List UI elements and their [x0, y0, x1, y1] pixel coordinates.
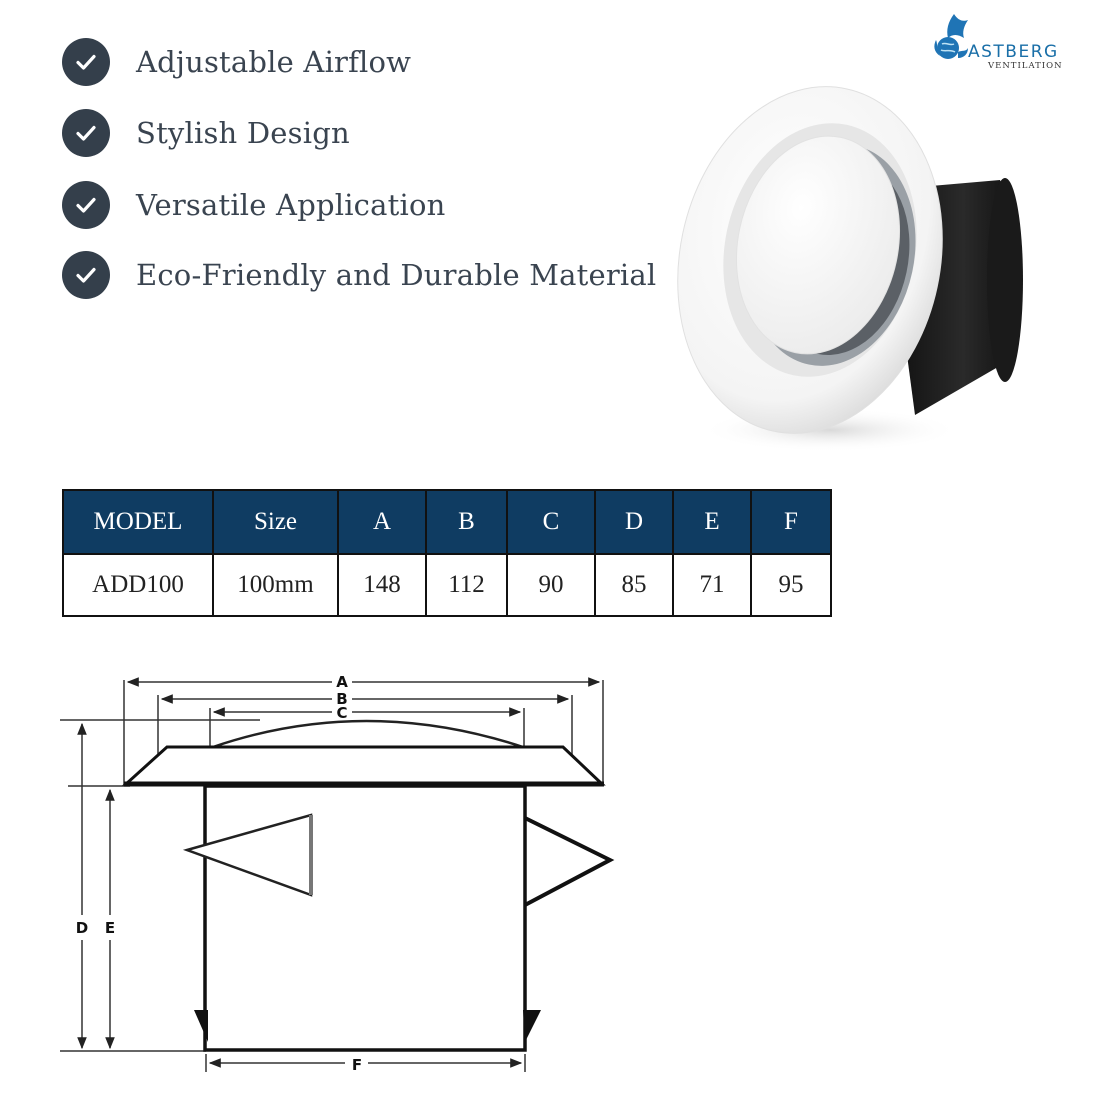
brand-logo: ASTBERG VENTILATION	[932, 12, 1097, 72]
feature-label: Adjustable Airflow	[136, 45, 412, 79]
brand-subtitle: VENTILATION	[988, 61, 1063, 71]
feature-item-stylish-design: Stylish Design	[62, 109, 350, 157]
column-header-a: A	[337, 489, 427, 555]
cell-size: 100mm	[212, 553, 339, 617]
feature-label: Stylish Design	[136, 116, 350, 150]
feature-item-adjustable-airflow: Adjustable Airflow	[62, 38, 411, 86]
dim-label-c: C	[336, 704, 347, 722]
cell-d: 85	[594, 553, 674, 617]
cell-a: 148	[337, 553, 427, 617]
feature-label: Eco-Friendly and Durable Material	[136, 258, 657, 292]
check-circle-icon	[62, 251, 110, 299]
table-row: ADD100 100mm 148 112 90 85 71 95	[62, 553, 832, 617]
feature-item-eco-friendly: Eco-Friendly and Durable Material	[62, 251, 656, 299]
check-circle-icon	[62, 38, 110, 86]
dim-label-b: B	[336, 690, 347, 708]
dim-label-a: A	[336, 673, 348, 691]
feature-label: Versatile Application	[136, 188, 446, 222]
column-header-e: E	[672, 489, 752, 555]
bird-globe-icon	[934, 14, 968, 59]
cell-c: 90	[506, 553, 596, 617]
dim-label-d: D	[76, 919, 88, 937]
dim-label-e: E	[105, 919, 115, 937]
brand-name: ASTBERG	[968, 42, 1059, 62]
cell-f: 95	[750, 553, 832, 617]
column-header-b: B	[425, 489, 508, 555]
spec-table: MODEL Size A B C D E F ADD100 100mm 148 …	[62, 489, 832, 617]
column-header-c: C	[506, 489, 596, 555]
column-header-model: MODEL	[62, 489, 214, 555]
check-circle-icon	[62, 181, 110, 229]
check-circle-icon	[62, 109, 110, 157]
column-header-d: D	[594, 489, 674, 555]
cell-model: ADD100	[62, 553, 214, 617]
dimension-diagram: A B C D E F	[40, 650, 640, 1090]
table-header-row: MODEL Size A B C D E F	[62, 489, 832, 555]
product-image	[670, 60, 1090, 480]
column-header-size: Size	[212, 489, 339, 555]
cell-b: 112	[425, 553, 508, 617]
feature-item-versatile-application: Versatile Application	[62, 181, 445, 229]
cell-e: 71	[672, 553, 752, 617]
dim-label-f: F	[352, 1056, 362, 1074]
column-header-f: F	[750, 489, 832, 555]
